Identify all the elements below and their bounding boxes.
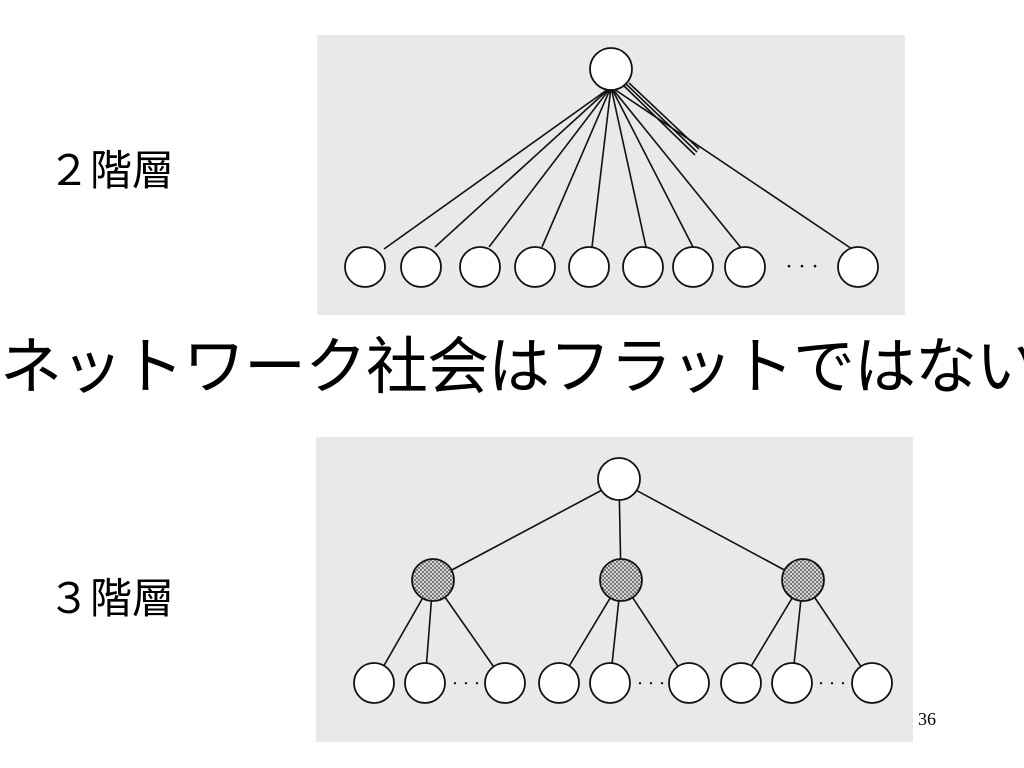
tree-edge [432, 480, 620, 581]
tree-edge [618, 480, 804, 581]
leaf-node [459, 246, 501, 288]
two-level-ellipsis: ・・・ [782, 260, 821, 275]
leaf-node [672, 246, 714, 288]
two-level-label: ２階層 [48, 146, 175, 195]
tree-edge [610, 86, 694, 248]
leaf-node [353, 662, 395, 704]
leaf-node [400, 246, 442, 288]
three-level-label: ３階層 [48, 574, 175, 623]
page-number: 36 [918, 709, 936, 729]
leaf-node [568, 246, 610, 288]
leaf-node [720, 662, 762, 704]
slide-title: ネットワーク社会はフラットではない [0, 330, 1024, 403]
tree-edge [541, 86, 612, 248]
implied-edge [625, 83, 698, 153]
leaf-node [851, 662, 893, 704]
leaf-node [484, 662, 526, 704]
leaf-node [344, 246, 386, 288]
leaf-node [589, 662, 631, 704]
leaf-node [622, 246, 664, 288]
tree-edge [383, 86, 612, 250]
middle-node [599, 558, 643, 602]
leaf-node [837, 246, 879, 288]
three-level-tree: ・・・ ・・・ ・・・ [353, 457, 893, 704]
two-level-tree: ・・・ [344, 47, 879, 288]
tree-edge [610, 86, 743, 250]
leaf-node [514, 246, 556, 288]
leaf-node [724, 246, 766, 288]
leaf-node [538, 662, 580, 704]
three-level-diagram: ・・・ ・・・ ・・・ [316, 437, 913, 742]
three-level-ellipsis: ・・・ [816, 677, 849, 690]
implied-edge [622, 84, 696, 156]
three-level-ellipsis: ・・・ [450, 677, 483, 690]
two-level-diagram: ・・・ [317, 35, 905, 315]
leaf-node [771, 662, 813, 704]
tree-edge [591, 86, 612, 248]
tree-edge [610, 86, 856, 252]
three-level-ellipsis: ・・・ [635, 677, 668, 690]
leaf-node [668, 662, 710, 704]
tree-edge [610, 86, 647, 248]
leaf-node [404, 662, 446, 704]
middle-node [781, 558, 825, 602]
root-node [597, 457, 641, 501]
tree-edge [488, 86, 612, 248]
root-node [589, 47, 633, 91]
middle-node [411, 558, 455, 602]
implied-edge [628, 82, 700, 150]
tree-edge [434, 86, 612, 248]
